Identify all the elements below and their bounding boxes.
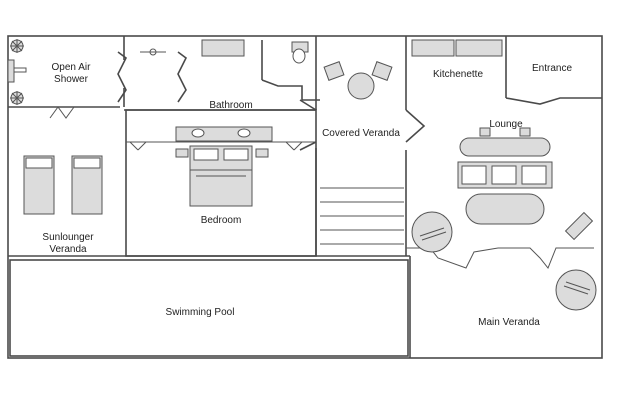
room-label-kitchenette: Kitchenette	[432, 69, 484, 80]
room-label-sunlounger-veranda: Sunlounger Veranda	[42, 232, 94, 255]
nightstand-icon	[175, 148, 189, 158]
covered-veranda	[299, 36, 426, 256]
coffee-table-icon	[459, 137, 551, 157]
room-label-bedroom: Bedroom	[200, 215, 242, 226]
room-label-swimming-pool: Swimming Pool	[165, 307, 235, 318]
main-veranda	[555, 269, 597, 311]
rug-icon	[465, 193, 545, 225]
sunloungers	[23, 155, 103, 215]
room-label-covered-veranda: Covered Veranda	[322, 128, 400, 139]
room-label-open-air-shower: Open Air Shower	[51, 62, 91, 85]
toilet-icon	[292, 48, 306, 64]
table-icon	[347, 72, 375, 100]
lounge	[406, 127, 594, 269]
vanity-icon	[175, 126, 273, 142]
plant-icon	[10, 91, 24, 105]
shower-head-icon	[7, 59, 27, 83]
kitchenette-entrance	[411, 36, 602, 105]
room-label-bathroom: Bathroom	[209, 100, 253, 111]
steps	[320, 187, 404, 245]
bedroom-walls	[125, 109, 317, 257]
counter-icon	[411, 39, 455, 57]
chair-icon	[371, 61, 393, 81]
shower-plants	[7, 39, 27, 105]
swimming-pool	[9, 256, 411, 358]
nightstand-icon	[255, 148, 269, 158]
plant-icon	[10, 39, 24, 53]
room-label-lounge: Lounge	[489, 119, 523, 130]
counter-icon	[455, 39, 503, 57]
bathroom-walls	[117, 36, 320, 111]
room-label-main-veranda: Main Veranda	[478, 317, 540, 328]
chair-icon	[323, 61, 345, 81]
shower-doors	[49, 106, 75, 119]
bathtub-icon	[201, 39, 245, 57]
room-label-entrance: Entrance	[531, 63, 573, 74]
lounge-chair-icon	[564, 211, 594, 241]
